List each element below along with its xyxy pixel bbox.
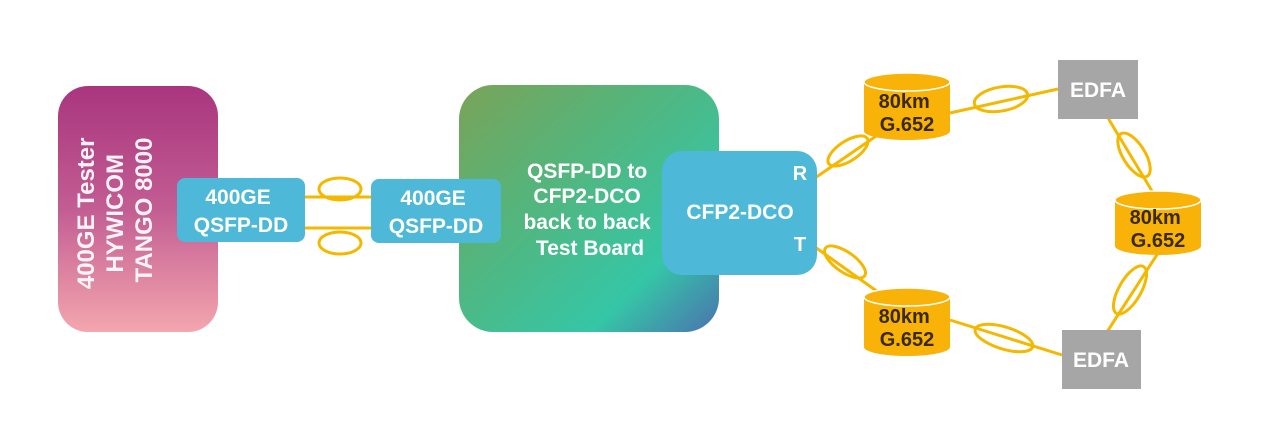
fiber-loop: [317, 230, 363, 256]
test-board: QSFP-DD to CFP2-DCO back to back Test Bo…: [459, 85, 719, 332]
fiber-loop: [972, 84, 1030, 114]
fiber-loop: [823, 244, 867, 280]
tester-label: 400GE Tester HYWICOM TANGO 8000: [73, 131, 158, 289]
svg-text:400GE QSFP-DD: 400GE QSFP-DD: [389, 187, 484, 238]
fiber-loop: [317, 176, 363, 202]
svg-text:80km G.652: 80km G.652: [1130, 207, 1187, 252]
tester-box: 400GE Tester HYWICOM TANGO 8000: [58, 86, 218, 332]
spool-label-line: G.652: [1131, 230, 1185, 252]
fiber-loop: [973, 322, 1035, 354]
edfa-upper: EDFA: [1058, 60, 1138, 119]
fiber-loop: [1111, 264, 1149, 316]
spool-label-line: 80km: [879, 306, 930, 328]
tester-port-line: 400GE: [205, 186, 270, 209]
fiber-link-span-2: [1106, 117, 1157, 197]
fiber-spool-lower: 80km G.652: [863, 287, 951, 356]
tester-port: 400GE QSFP-DD: [177, 178, 305, 242]
svg-text:400GE QSFP-DD: 400GE QSFP-DD: [194, 186, 289, 237]
board-port: 400GE QSFP-DD: [371, 179, 501, 243]
edfa-lower: EDFA: [1062, 330, 1141, 389]
tester-port-line: QSFP-DD: [194, 214, 289, 237]
fiber-link-span-3: [1103, 249, 1162, 336]
test-board-label: QSFP-DD to CFP2-DCO back to back Test Bo…: [523, 160, 656, 260]
fiber-spool-right: 80km G.652: [1114, 190, 1202, 255]
svg-text:80km G.652: 80km G.652: [879, 306, 936, 351]
cfp2-tx-label: T: [794, 234, 806, 256]
cfp2-module: CFP2-DCO R T: [662, 151, 817, 275]
spool-label-line: 80km: [879, 91, 930, 113]
fiber-loop: [1116, 131, 1152, 179]
cfp2-rx-label: R: [793, 163, 808, 185]
board-port-line: 400GE: [400, 187, 465, 210]
cfp2-label: CFP2-DCO: [686, 201, 793, 224]
svg-text:80km G.652: 80km G.652: [879, 91, 936, 136]
fiber-spool-upper: 80km G.652: [863, 72, 951, 140]
edfa-label: EDFA: [1070, 79, 1126, 102]
edfa-label: EDFA: [1073, 349, 1129, 372]
spool-label-line: G.652: [880, 114, 934, 136]
fiber-link-rx: [814, 128, 886, 180]
board-port-line: QSFP-DD: [389, 215, 484, 238]
fiber-links: [305, 84, 1162, 357]
spool-label-line: G.652: [880, 329, 934, 351]
fiber-loop: [826, 134, 870, 168]
spool-label-line: 80km: [1130, 207, 1181, 229]
fiber-link-span-1: [949, 87, 1059, 115]
fiber-link-span-4: [949, 318, 1063, 357]
